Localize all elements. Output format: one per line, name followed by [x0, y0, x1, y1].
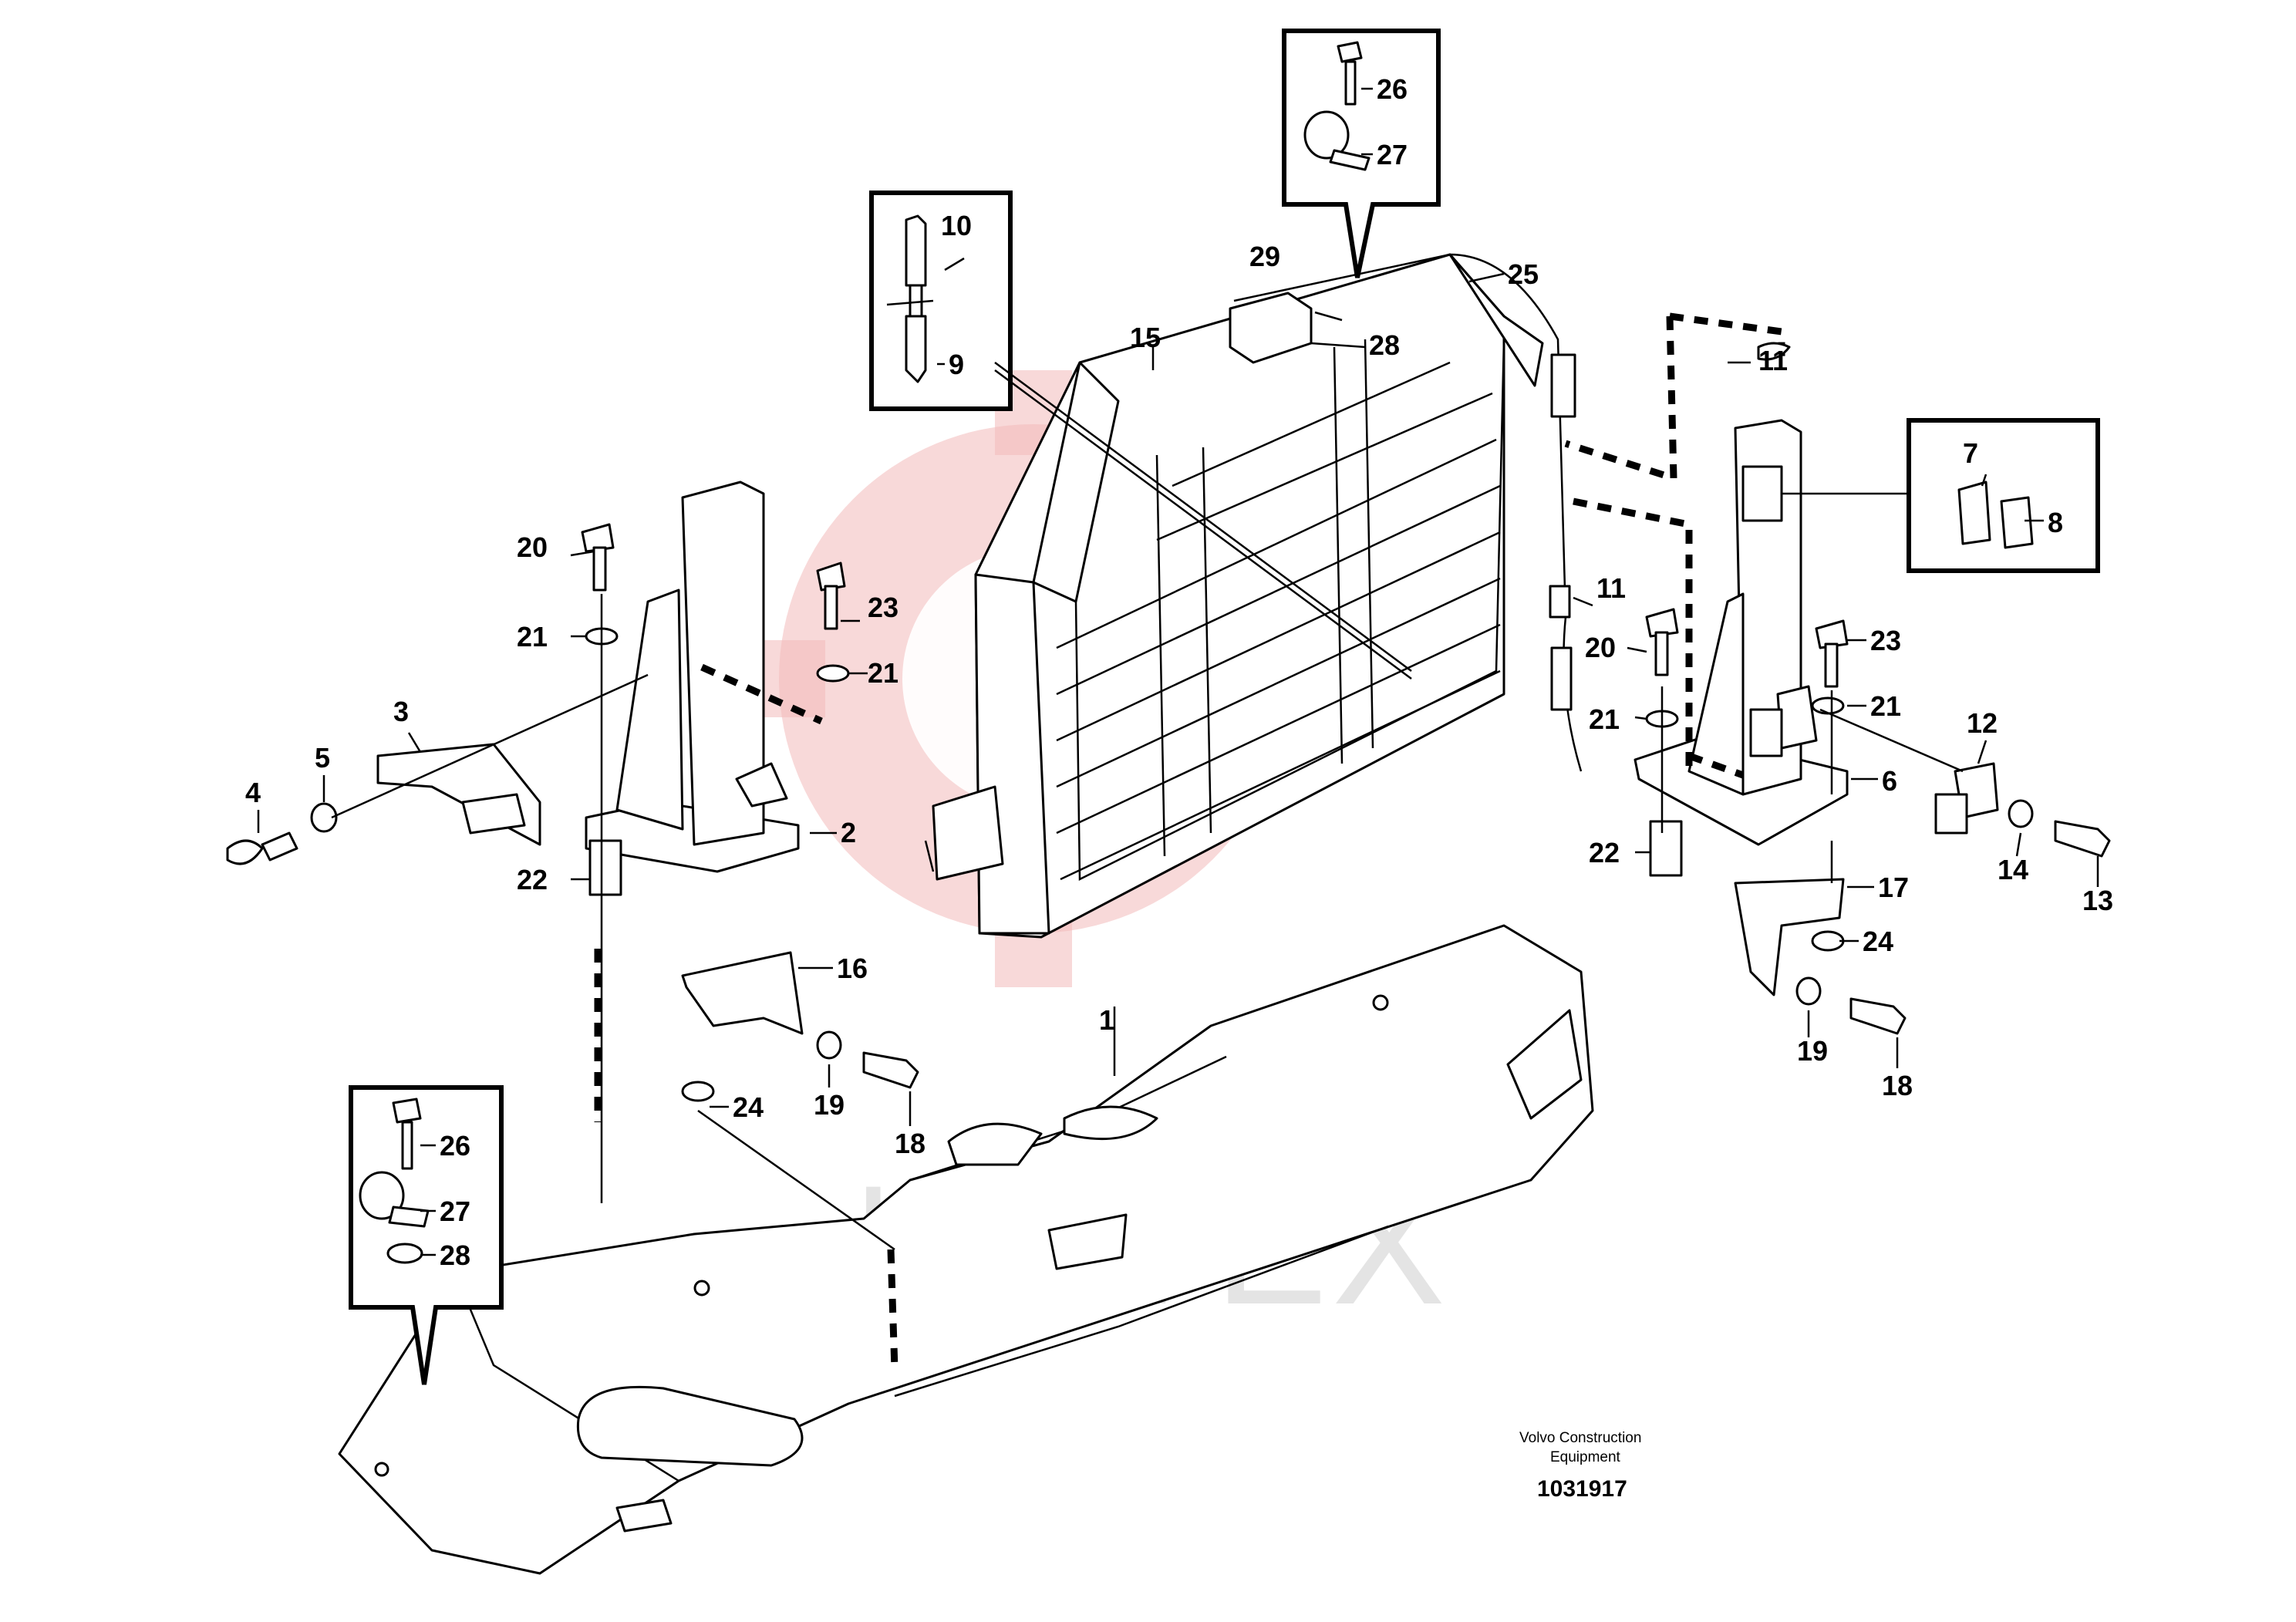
callout-26-bottom: 26: [440, 1130, 470, 1162]
cable-clamp-mid: [1549, 585, 1571, 619]
callout-leaders: [570, 272, 1878, 1108]
callout-22-left: 22: [517, 864, 548, 895]
callout-11-top: 11: [1758, 345, 1788, 376]
callout-21-center: 21: [868, 657, 899, 689]
fasteners-left: [226, 523, 919, 1251]
detail-box-right: [1782, 418, 2100, 573]
grille-frame: [924, 253, 1544, 939]
callout-3: 3: [393, 696, 409, 727]
callout-21-right: 21: [1589, 703, 1620, 735]
cable-clamp-low: [1550, 646, 1573, 711]
callout-5: 5: [315, 742, 330, 774]
left-pillar: [585, 481, 800, 896]
callout-26-top: 26: [1377, 73, 1408, 105]
callout-6: 6: [1882, 765, 1897, 797]
grille-bars: [1056, 361, 1501, 881]
callout-4: 4: [245, 777, 261, 808]
bracket-17: [1734, 878, 1845, 996]
bushing-12: [1934, 793, 1968, 835]
callout-19-left: 19: [814, 1089, 845, 1121]
callout-23-left: 23: [868, 592, 899, 623]
counterweight: [338, 924, 1594, 1575]
callout-ticks: [257, 87, 2099, 1256]
caption-line-1: Volvo Construction: [1519, 1430, 1641, 1446]
callout-18-left: 18: [895, 1128, 925, 1159]
callouts: 1 2 3 4 5 6 7 8 9 10 11 11 12 13 14 15 1…: [245, 73, 2113, 1271]
callout-7: 7: [1963, 437, 1978, 469]
cable-25: [1233, 253, 1583, 772]
cable-clamp-top: [1550, 353, 1576, 418]
callout-8: 8: [2048, 507, 2063, 538]
drawing-caption: Volvo Construction Equipment 1031917: [1519, 1430, 1641, 1502]
caption-line-2: Equipment: [1550, 1449, 1621, 1465]
callout-22-right: 22: [1589, 837, 1620, 868]
bracket-16: [681, 951, 804, 1035]
callout-13: 13: [2082, 885, 2113, 916]
detail-box-bottom: [349, 1085, 504, 1385]
callout-24-right: 24: [1863, 926, 1893, 957]
callout-27-top: 27: [1377, 139, 1408, 170]
callout-27-bottom: 27: [440, 1195, 470, 1227]
callout-2: 2: [841, 817, 856, 848]
callout-1: 1: [1099, 1004, 1114, 1036]
callout-12: 12: [1967, 707, 1998, 739]
fasteners-right: [1645, 342, 2111, 1035]
callout-21-left: 21: [517, 621, 548, 653]
callout-29: 29: [1249, 241, 1280, 272]
callout-23-right: 23: [1870, 625, 1901, 656]
callout-25: 25: [1508, 258, 1539, 290]
callout-14: 14: [1998, 854, 2028, 885]
callout-21-far-right: 21: [1870, 690, 1901, 722]
callout-15: 15: [1130, 322, 1161, 353]
drawing-number: 1031917: [1537, 1476, 1627, 1502]
callout-17: 17: [1878, 872, 1909, 903]
plate-3-slot: [461, 793, 526, 835]
callout-11-mid: 11: [1596, 572, 1626, 604]
callout-19-right: 19: [1797, 1035, 1828, 1067]
callout-16: 16: [837, 953, 868, 984]
callout-20-left: 20: [517, 531, 548, 563]
callout-18-right: 18: [1882, 1070, 1913, 1101]
callout-9: 9: [949, 349, 964, 380]
callout-28-top: 28: [1369, 329, 1400, 361]
callout-24-left: 24: [733, 1091, 764, 1123]
callout-20-right: 20: [1585, 632, 1616, 663]
detail-box-pins: [869, 191, 1412, 680]
callout-28-bottom: 28: [440, 1239, 470, 1271]
callout-10: 10: [941, 210, 972, 241]
